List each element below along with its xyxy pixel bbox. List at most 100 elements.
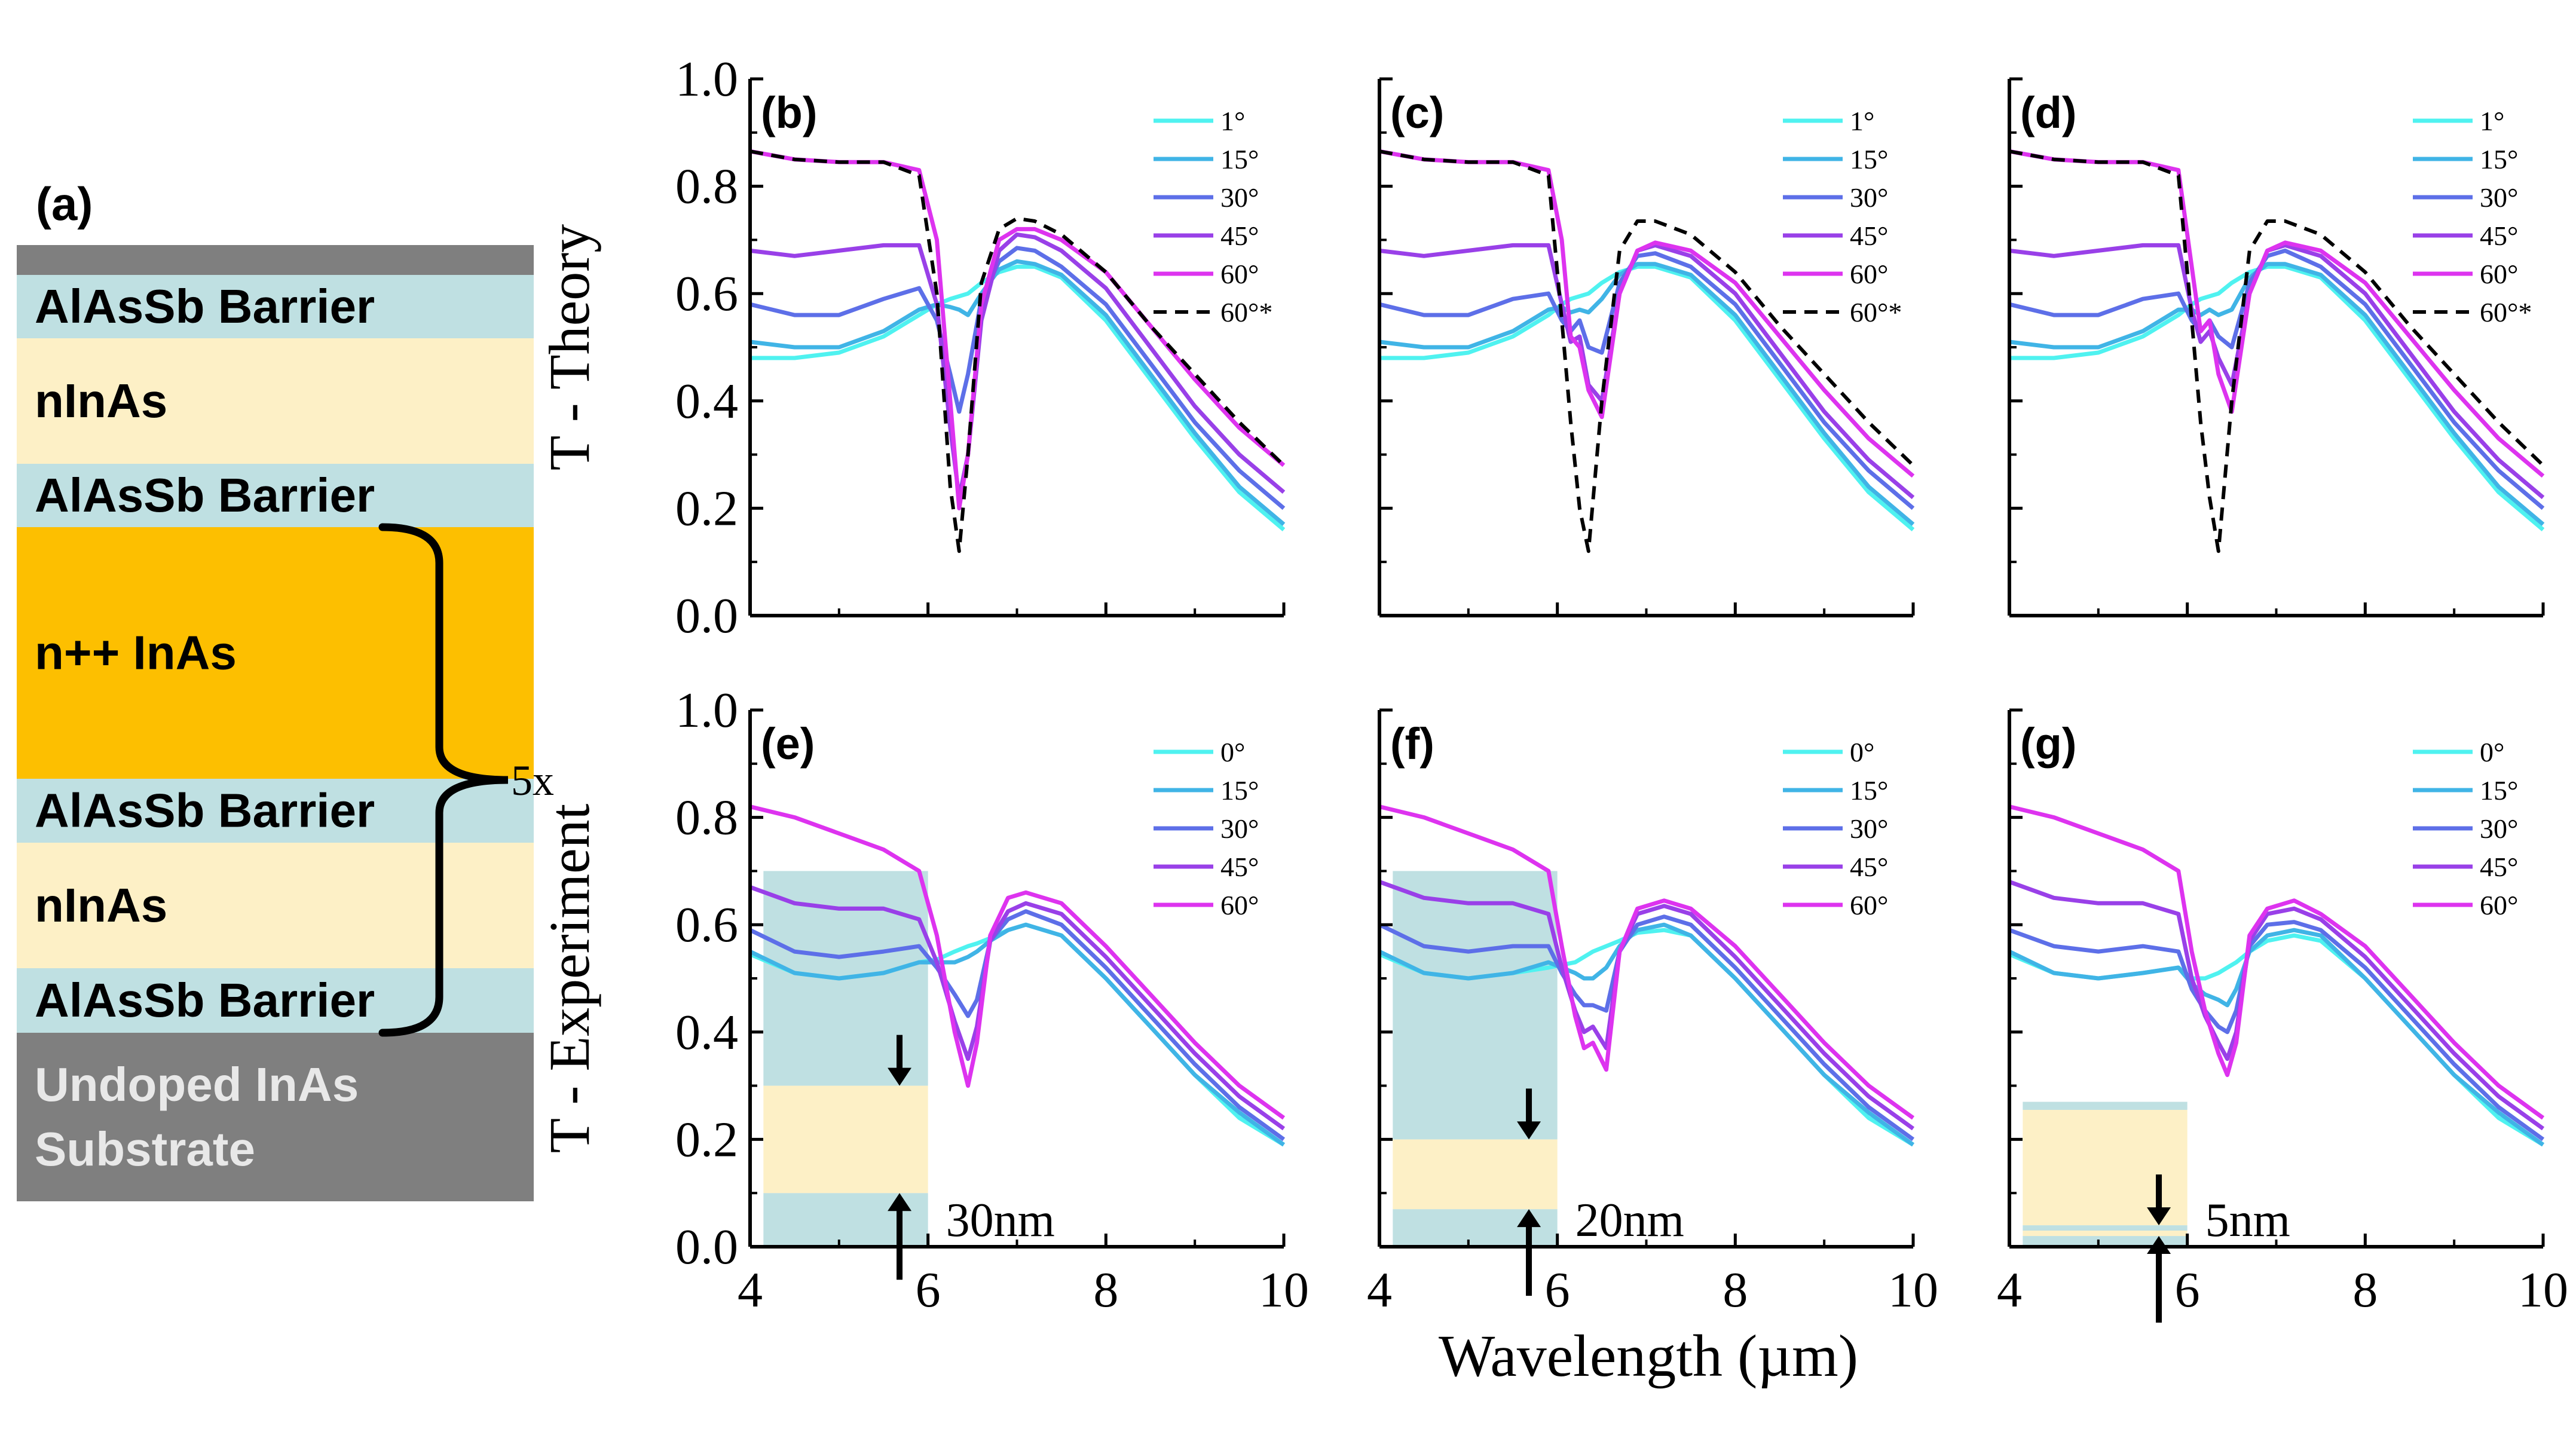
legend-label: 15°: [1850, 144, 1888, 175]
layer-ninas-top: [17, 338, 534, 464]
legend-label: 15°: [1220, 144, 1259, 175]
legend: 1°15°30°45°60°60°*: [1783, 106, 1902, 328]
legend-label: 30°: [2480, 182, 2518, 213]
layer-label-barrier-3: AlAsSb Barrier: [35, 784, 375, 837]
legend-label: 60°*: [2480, 297, 2532, 328]
y-tick-label: 0.8: [675, 159, 738, 215]
layer-barrier-top: [17, 275, 534, 338]
series-line: [1379, 243, 1915, 500]
inset-layer: [1393, 1139, 1558, 1210]
series-line: [1378, 922, 1915, 1147]
inset-arrowhead-down: [1517, 1121, 1541, 1140]
legend-label: 60°: [1220, 259, 1259, 289]
thickness-inset: 5nm: [2023, 1101, 2290, 1323]
inset-layer: [2023, 1225, 2188, 1231]
legend-label: 60°: [1220, 890, 1259, 920]
panel-label: (e): [761, 719, 815, 769]
layer-barrier-2: [17, 464, 534, 527]
series-line: [2009, 264, 2545, 531]
inset-layer: [763, 1085, 928, 1194]
layer-label-npp-inas: n++ InAs: [35, 626, 237, 680]
panel-b: 0.00.20.40.60.81.0(b)T - Theory1°15°30°4…: [537, 51, 1286, 644]
y-tick-label: 0.2: [675, 1112, 738, 1167]
layer-cap: [17, 245, 534, 275]
series-line: [750, 264, 1286, 531]
legend-label: 30°: [1850, 182, 1888, 213]
legend-label: 45°: [2480, 221, 2518, 251]
repeat-multiplier: 5x: [511, 757, 554, 804]
series-line: [749, 922, 1286, 1147]
series-line: [749, 149, 1286, 553]
legend: 0° 15° 30° 45° 60°: [1783, 737, 1888, 920]
y-tick-label: 0.6: [675, 897, 738, 953]
y-tick-label: 0.8: [675, 790, 738, 846]
series-line: [2009, 243, 2545, 500]
inset-layer: [2023, 1231, 2188, 1237]
legend-label: 30°: [1220, 813, 1259, 844]
series-line: [2008, 880, 2545, 1131]
panel-label: (g): [2020, 719, 2077, 769]
y-tick-label: 0.6: [675, 266, 738, 322]
legend-label: 45°: [1850, 852, 1888, 882]
thickness-inset: 20nm: [1393, 871, 1684, 1296]
x-tick-label: 10: [2518, 1262, 2568, 1318]
legend: 1° 15° 30° 45° 60° 60°*: [2413, 106, 2532, 328]
legend-label: 45°: [1220, 221, 1259, 251]
legend-label: 1°: [1850, 106, 1874, 136]
series-line: [1379, 262, 1915, 526]
x-tick-label: 8: [1723, 1262, 1748, 1318]
x-tick-label: 6: [1545, 1262, 1570, 1318]
inset-layer: [2023, 1101, 2188, 1110]
series-line: [2009, 149, 2545, 553]
x-tick-label: 8: [2352, 1262, 2378, 1318]
legend: 1°15°30°45°60°60°*: [1154, 106, 1272, 328]
layer-label-barrier-top: AlAsSb Barrier: [35, 280, 375, 333]
panel-label: (b): [761, 88, 818, 137]
legend-label: 0°: [1220, 737, 1245, 767]
x-axis-title: Wavelength (µm): [1439, 1323, 1858, 1389]
legend-label: 0°: [2480, 737, 2504, 767]
legend-label: 45°: [2480, 852, 2518, 882]
legend-label: 60°*: [1220, 297, 1272, 328]
legend: 0°15°30°45°60°: [2413, 737, 2518, 920]
layer-label-substrate: Substrate: [35, 1122, 255, 1176]
x-tick-label: 6: [916, 1262, 941, 1318]
layer-label-ninas-top: nInAs: [35, 374, 167, 427]
series-line: [1379, 149, 1915, 553]
y-tick-label: 0.4: [675, 1005, 738, 1060]
legend-label: 30°: [1850, 813, 1888, 844]
series-line: [2009, 804, 2545, 1120]
inset-thickness-label: 20nm: [1575, 1194, 1684, 1247]
x-tick-label: 10: [1888, 1262, 1938, 1318]
inset-arrowhead-up: [1517, 1209, 1541, 1228]
panel-c: (c)1°15°30°45°60°60°*: [1378, 77, 1915, 617]
y-tick-label: 0.0: [675, 1219, 738, 1275]
x-tick-label: 10: [1259, 1262, 1309, 1318]
legend-label: 60°: [1850, 259, 1888, 289]
legend-label: 60°: [2480, 890, 2518, 920]
x-tick-label: 4: [738, 1262, 763, 1318]
layer-substrate: [17, 1033, 534, 1201]
series-line: [2009, 248, 2545, 510]
panel-label: (c): [1390, 88, 1444, 137]
thickness-inset: 30nm: [763, 871, 1055, 1280]
series-line: [1379, 264, 1915, 531]
series-line: [1378, 880, 1915, 1131]
legend-label: 15°: [2480, 144, 2518, 175]
legend-label: 1°: [2480, 106, 2504, 136]
series-line: [749, 149, 1286, 510]
legend-label: 0°: [1850, 737, 1874, 767]
y-tick-label: 1.0: [675, 51, 738, 107]
legend-label: 60°: [1850, 890, 1888, 920]
series-line: [749, 804, 1286, 1120]
x-tick-label: 8: [1093, 1262, 1118, 1318]
legend-label: 60°: [2480, 259, 2518, 289]
layer-label-barrier-2: AlAsSb Barrier: [35, 469, 375, 522]
y-axis-title: T - Experiment: [537, 803, 601, 1153]
series-line: [749, 259, 1286, 526]
legend-label: 45°: [1220, 852, 1259, 882]
legend-label: 15°: [1850, 775, 1888, 806]
x-tick-label: 4: [1997, 1262, 2022, 1318]
